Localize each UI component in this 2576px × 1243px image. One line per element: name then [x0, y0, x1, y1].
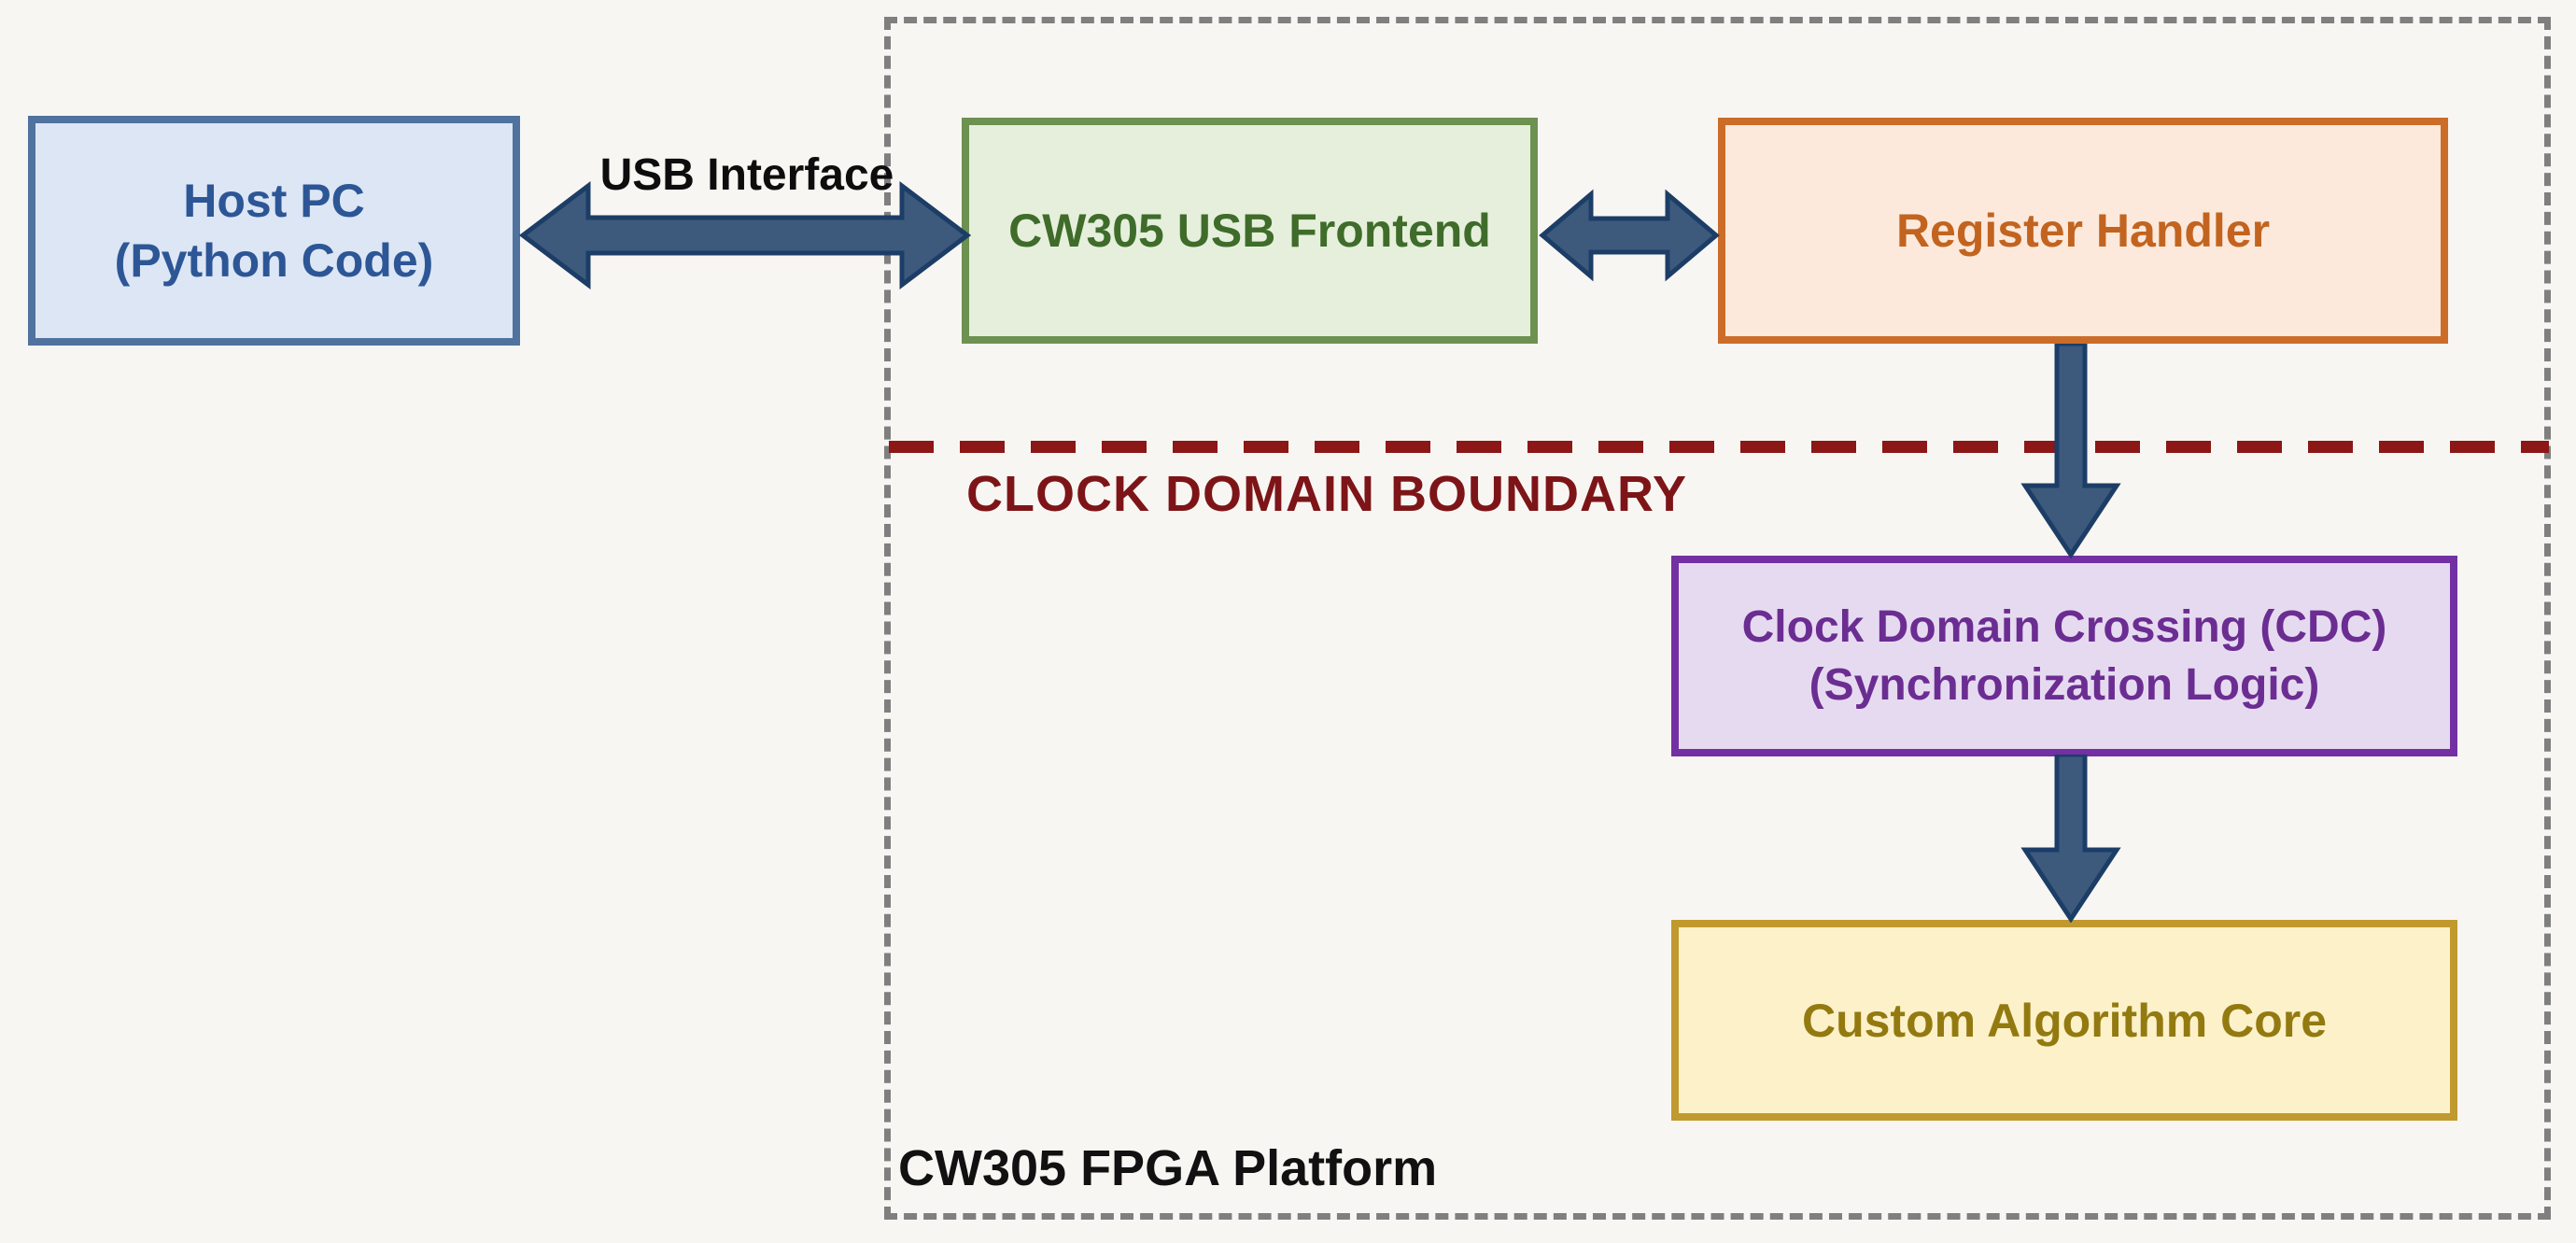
cdc-box: Clock Domain Crossing (CDC) (Synchroniza… — [1671, 556, 2457, 756]
register-to-cdc-arrow-icon — [2020, 344, 2122, 558]
usb-bidirectional-arrow-icon — [519, 173, 971, 299]
fpga-platform-container — [884, 17, 2551, 1220]
host-pc-box: Host PC (Python Code) — [28, 116, 520, 346]
fpga-platform-label: CW305 FPGA Platform — [898, 1140, 1438, 1196]
cdc-label-line2: (Synchronization Logic) — [1809, 659, 2320, 710]
register-handler-label: Register Handler — [1895, 205, 2271, 257]
clock-domain-boundary-line — [889, 441, 2549, 453]
host-pc-label-line2: (Python Code) — [114, 234, 434, 287]
register-handler-box: Register Handler — [1718, 118, 2448, 344]
clock-domain-boundary-label: CLOCK DOMAIN BOUNDARY — [966, 466, 1687, 522]
host-pc-label-line1: Host PC — [183, 175, 365, 227]
cdc-label-line1: Clock Domain Crossing (CDC) — [1741, 602, 2387, 653]
algorithm-core-box: Custom Algorithm Core — [1671, 920, 2457, 1121]
usb-frontend-label: CW305 USB Frontend — [1008, 205, 1491, 257]
usb-frontend-box: CW305 USB Frontend — [962, 118, 1538, 344]
cdc-to-core-arrow-icon — [2020, 755, 2122, 923]
frontend-register-bidirectional-arrow-icon — [1539, 179, 1720, 291]
usb-interface-label: USB Interface — [599, 150, 894, 200]
algorithm-core-label: Custom Algorithm Core — [1801, 994, 2328, 1047]
